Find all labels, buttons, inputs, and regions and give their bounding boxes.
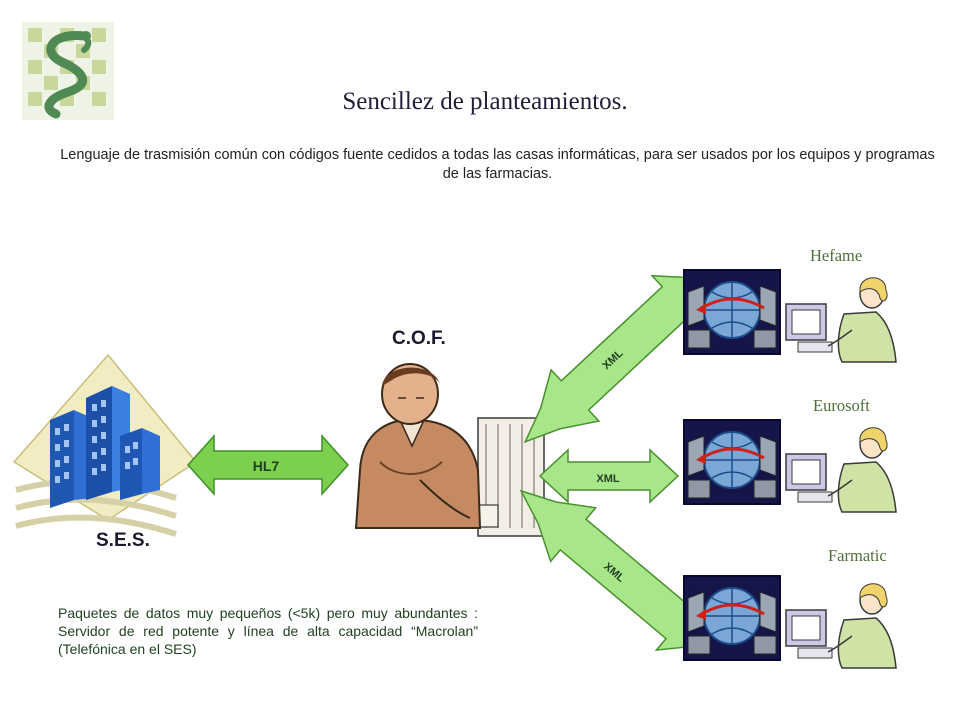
pharmacy-snake-logo-icon — [22, 22, 114, 120]
network-terminal-icon — [683, 575, 781, 661]
page-subtitle: Lenguaje de trasmisión común con códigos… — [60, 147, 935, 182]
xml-link-arrow-middle — [538, 448, 680, 504]
computer-operator-icon — [785, 583, 897, 669]
hospital-building-icon — [12, 353, 198, 537]
bandwidth-note: Paquetes de datos muy pequeños (<5k) per… — [58, 605, 478, 657]
network-terminal-icon — [683, 269, 781, 355]
ses-label: S.E.S. — [96, 530, 150, 551]
office-worker-icon — [354, 363, 545, 537]
network-terminal-icon — [683, 419, 781, 505]
pharmacy-name-farmatic: Farmatic — [828, 546, 887, 565]
hl7-link-arrow — [186, 434, 350, 496]
pharmacy-name-hefame: Hefame — [810, 246, 863, 265]
pharmacy-name-eurosoft: Eurosoft — [813, 396, 870, 415]
xml-link-arrow-bottom — [519, 489, 706, 652]
cof-label: C.O.F. — [392, 328, 446, 349]
xml-middle-link-label: XML — [596, 473, 620, 485]
page-title: Sencillez de planteamientos. — [342, 88, 628, 115]
computer-operator-icon — [785, 427, 897, 513]
hl7-link-label: HL7 — [253, 458, 280, 474]
computer-operator-icon — [785, 277, 897, 363]
